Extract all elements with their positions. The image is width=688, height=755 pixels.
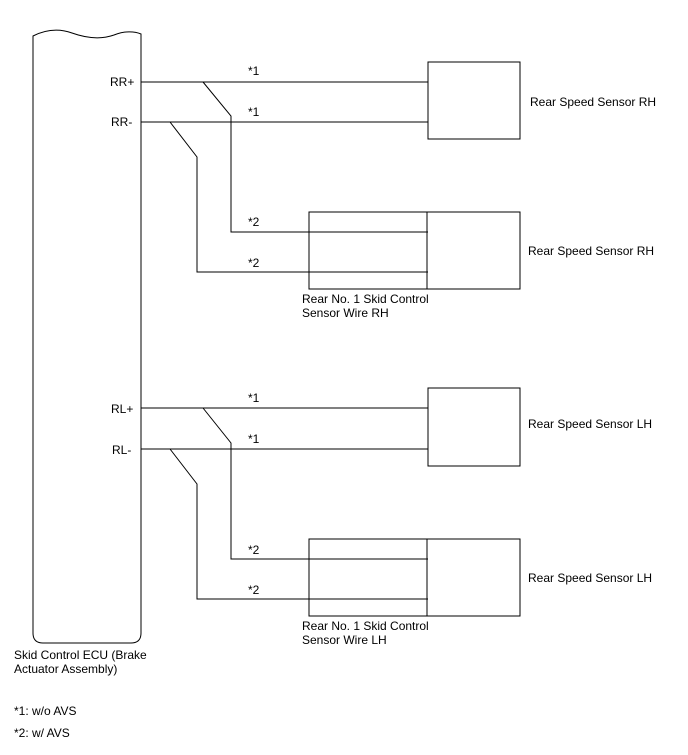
ecu-label-line2: Actuator Assembly): [14, 662, 118, 676]
label-sensor-rh-upper: Rear Speed Sensor RH: [530, 95, 657, 109]
label-wire-rh-line2: Sensor Wire RH: [302, 306, 389, 320]
rr-wiring: [141, 81, 428, 273]
mark-rl-minus-branch: *2: [248, 583, 260, 597]
mark-rr-minus-branch: *2: [248, 256, 260, 270]
label-sensor-lh-lower: Rear Speed Sensor LH: [528, 571, 653, 585]
label-sensor-rh-lower: Rear Speed Sensor RH: [528, 244, 655, 258]
ecu-box: [32, 29, 142, 644]
wire-rl-plus-branch: [202, 407, 428, 560]
label-wire-lh-line1: Rear No. 1 Skid Control: [302, 619, 429, 633]
label-wire-lh-line2: Sensor Wire LH: [302, 633, 387, 647]
rl-wiring: [141, 407, 428, 600]
wire-rr-minus-branch: [169, 121, 428, 273]
ecu-label-line1: Skid Control ECU (Brake: [14, 648, 147, 662]
sensor-rh-lower-box: [426, 211, 521, 290]
mark-rl-minus-direct: *1: [248, 432, 260, 446]
wire-rr-plus-branch: [202, 81, 428, 233]
terminal-rl-minus: RL-: [112, 443, 132, 457]
terminal-rl-plus: RL+: [111, 402, 134, 416]
sensor-lh-upper-box: [427, 387, 521, 467]
mark-rl-plus-direct: *1: [248, 391, 260, 405]
legend-note-1: *1: w/o AVS: [14, 704, 77, 718]
wire-rh-box: [308, 211, 428, 290]
sensor-lh-lower-box: [426, 538, 521, 617]
terminal-rr-plus: RR+: [110, 75, 135, 89]
mark-rl-plus-branch: *2: [248, 543, 260, 557]
mark-rr-minus-direct: *1: [248, 105, 260, 119]
mark-rr-plus-branch: *2: [248, 215, 260, 229]
mark-rr-plus-direct: *1: [248, 64, 260, 78]
sensor-rh-upper-box: [427, 61, 521, 140]
label-wire-rh-line1: Rear No. 1 Skid Control: [302, 292, 429, 306]
wire-lh-box: [308, 538, 428, 617]
wire-rl-minus-branch: [169, 448, 428, 600]
legend-note-2: *2: w/ AVS: [14, 726, 70, 740]
terminal-rr-minus: RR-: [111, 115, 133, 129]
label-sensor-lh-upper: Rear Speed Sensor LH: [528, 417, 653, 431]
